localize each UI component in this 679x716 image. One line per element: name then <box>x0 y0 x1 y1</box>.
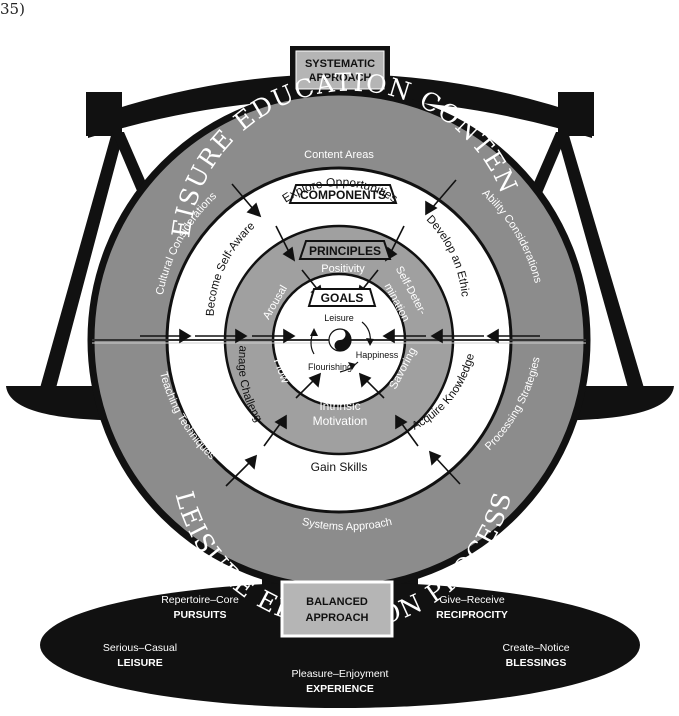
leisure: LEISURE <box>117 657 163 669</box>
goal-cycle-arrows <box>310 321 374 373</box>
components-title-box: COMPONENTS <box>288 184 398 204</box>
systems-approach: Systems Approach <box>301 516 393 533</box>
systematic-line1: SYSTEMATIC <box>305 58 375 70</box>
systematic-line2: APPROACH <box>309 72 372 84</box>
principles-title-box: PRINCIPLES <box>298 240 392 260</box>
blessings-pair: Create–Notice <box>502 642 569 654</box>
figure-reference: 35) <box>0 0 25 18</box>
principles-title: PRINCIPLES <box>309 244 381 258</box>
positivity: Positivity <box>321 263 365 275</box>
blessings: BLESSINGS <box>506 657 567 669</box>
goals-title: GOALS <box>321 291 364 305</box>
base-ellipse <box>40 582 640 708</box>
pursuits: PURSUITS <box>173 609 226 621</box>
chain-right-2 <box>556 132 644 388</box>
systematic-approach-box: SYSTEMATIC APPROACH <box>290 46 390 94</box>
content-areas-label: Content Areas <box>304 149 374 161</box>
experience: EXPERIENCE <box>306 683 374 695</box>
pursuits-pair: Repertoire–Core <box>161 594 239 606</box>
beam-post-left <box>86 92 122 136</box>
beam-post-right <box>558 92 594 136</box>
balanced-approach-box: BALANCED APPROACH <box>280 580 394 638</box>
goals-title-box: GOALS <box>307 288 377 307</box>
scale-beam <box>88 74 592 138</box>
systems-text: Systems Approach <box>301 516 393 533</box>
leisure-pair: Serious–Casual <box>103 642 177 654</box>
components-title: COMPONENTS <box>300 188 386 202</box>
yin-yang-icon <box>328 328 352 352</box>
reciprocity-pair: Give–Receive <box>439 594 505 606</box>
arrows <box>140 179 540 487</box>
experience-pair: Pleasure–Enjoyment <box>292 668 389 680</box>
goal-happiness: Happiness <box>356 350 399 360</box>
reciprocity: RECIPROCITY <box>436 609 508 621</box>
gain-skills: Gain Skills <box>311 460 368 474</box>
motivation: Motivation <box>313 414 368 428</box>
goal-flourishing: Flourishing <box>308 362 352 372</box>
chain-left <box>40 132 124 388</box>
intrinsic: Intrinsic <box>319 399 360 413</box>
balanced-line2: APPROACH <box>306 612 369 624</box>
goal-leisure: Leisure <box>324 313 354 323</box>
balanced-line1: BALANCED <box>306 596 368 608</box>
